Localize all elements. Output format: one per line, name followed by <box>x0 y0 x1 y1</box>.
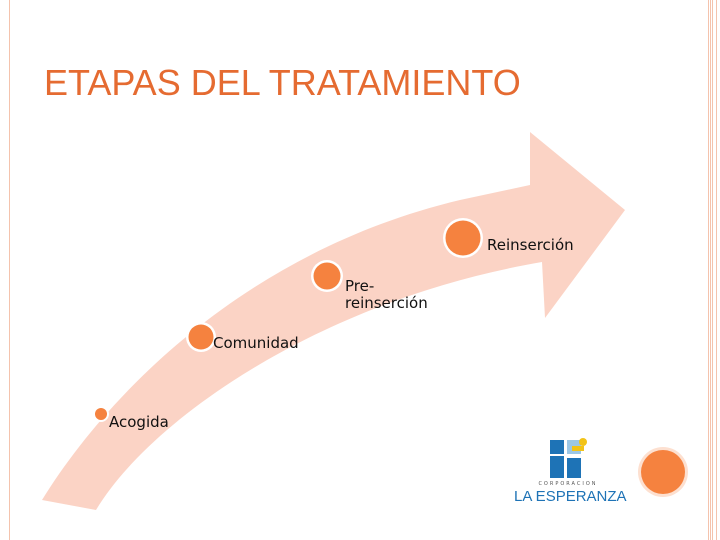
decorative-circle <box>641 450 685 494</box>
stage-label-prereinsercion: Pre- reinserción <box>345 277 428 312</box>
decorative-stripes <box>706 0 720 540</box>
page-title: ETAPAS DEL TRATAMIENTO <box>44 62 521 103</box>
stage-label-comunidad: Comunidad <box>213 334 299 352</box>
stage-node-prereinsercion <box>311 260 343 292</box>
stage-node-acogida <box>93 406 109 422</box>
logo-icon <box>550 438 587 478</box>
slide-frame <box>9 0 711 540</box>
stage-label-reinsercion: Reinserción <box>487 236 574 254</box>
stage-node-comunidad <box>186 322 216 352</box>
logo-name: LA ESPERANZA <box>514 488 627 505</box>
logo-subtitle: CORPORACION <box>538 481 598 487</box>
stage-label-acogida: Acogida <box>109 413 169 431</box>
stage-node-reinsercion <box>443 218 483 258</box>
